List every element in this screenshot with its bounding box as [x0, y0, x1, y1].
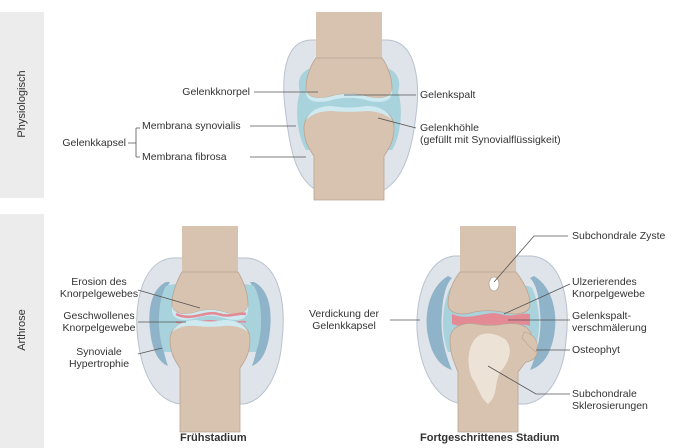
- label-erosion-line2: Knorpelgewebes: [56, 288, 142, 300]
- label-membrana-fibrosa: Membrana fibrosa: [142, 151, 227, 163]
- advanced-stage-joint: [417, 226, 567, 432]
- section-label-physiological: Physiologisch: [16, 54, 28, 154]
- section-label-arthrosis: Arthrose: [16, 280, 28, 380]
- label-erosion-line1: Erosion des: [56, 276, 142, 288]
- label-capsule-thickening-line2: Gelenkkapsel: [298, 320, 390, 332]
- label-membrana-synovialis: Membrana synovialis: [142, 120, 241, 132]
- early-lower-bone: [170, 322, 250, 432]
- label-ulcer-line1: Ulzerierendes: [572, 276, 637, 288]
- label-synovial-line1: Synoviale: [56, 346, 142, 358]
- label-gelenkhoehle-note: (gefüllt mit Synovialflüssigkeit): [420, 134, 561, 146]
- label-gelenkkapsel: Gelenkkapsel: [62, 137, 126, 149]
- label-gelenkknorpel: Gelenkknorpel: [182, 86, 250, 98]
- caption-advanced-stage: Fortgeschrittenes Stadium: [420, 432, 559, 444]
- label-swollen-line2: Knorpelgewebe: [56, 322, 142, 334]
- label-sclerosis-line1: Subchondrale: [572, 388, 637, 400]
- label-osteophyte: Osteophyt: [572, 344, 620, 356]
- subchondral-cyst: [489, 277, 499, 291]
- caption-early-stage: Frühstadium: [180, 432, 247, 444]
- label-ulcer-line2: Knorpelgewebe: [572, 288, 645, 300]
- early-upper-bone: [172, 272, 248, 314]
- label-gelenkspalt: Gelenkspalt: [420, 89, 475, 101]
- label-narrowing-line2: verschmälerung: [572, 322, 647, 334]
- label-synovial-line2: Hypertrophie: [56, 358, 142, 370]
- healthy-upper-bone: [306, 58, 392, 98]
- label-subchondral-cyst: Subchondrale Zyste: [572, 230, 665, 242]
- label-gelenkhoehle: Gelenkhöhle: [420, 122, 479, 134]
- label-swollen-line1: Geschwollenes: [56, 310, 142, 322]
- healthy-joint: [284, 12, 418, 200]
- gelenkkapsel-bracket: [128, 128, 140, 157]
- early-stage-joint: [137, 226, 284, 432]
- label-capsule-thickening-line1: Verdickung der: [298, 308, 390, 320]
- label-narrowing-line1: Gelenkspalt-: [572, 310, 631, 322]
- healthy-lower-bone: [304, 108, 394, 200]
- label-sclerosis-line2: Sklerosierungen: [572, 400, 648, 412]
